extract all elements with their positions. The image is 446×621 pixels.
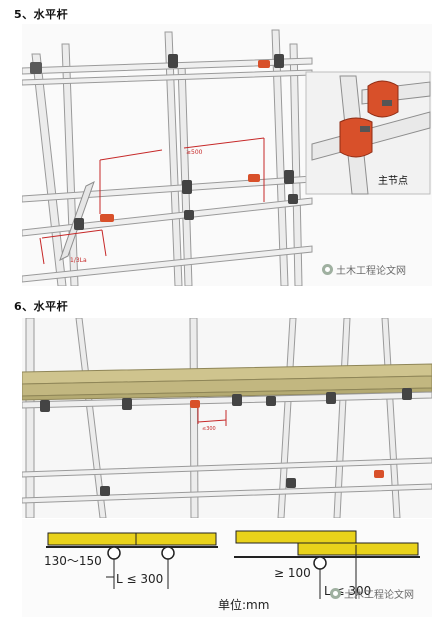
main-node-inset [305, 71, 431, 195]
clamps-2 [40, 388, 412, 496]
section-5-heading: 5、水平杆 [14, 8, 69, 21]
scaffold-drawing-2: ≤300 [22, 318, 432, 518]
dimension-la-label: 1/3La [70, 257, 87, 264]
section-6-heading: 6、水平杆 [14, 300, 69, 313]
horizontal-bars [22, 57, 313, 283]
scaffold-drawing-1: ≥500 1/3La [22, 29, 431, 286]
scaffold-plank-figure: ≤300 [22, 318, 432, 518]
horizontal-bars-2 [22, 391, 432, 504]
planks [22, 363, 432, 401]
watermark-1: 土木工程论文网 [322, 262, 406, 277]
dimension-lines [39, 137, 265, 265]
right-overlap-label: ≥ 100 [274, 566, 311, 580]
dimension-lines-2 [197, 408, 227, 426]
plank-detail-svg: 130～150 L ≤ 300 ≥ 100 L ≤ 300 单位:mm [44, 530, 420, 612]
butt-joint-detail [46, 532, 218, 589]
clamps [30, 54, 298, 230]
watermark-2: 土木工程论文网 [330, 586, 414, 601]
wechat-icon [322, 264, 333, 275]
scaffold-horizontal-bar-figure: ≥500 1/3La [22, 24, 432, 286]
left-overhang-label: 130～150 [44, 554, 102, 568]
left-spacing-label: L ≤ 300 [116, 572, 163, 586]
dimension-500-label: ≥500 [186, 149, 203, 156]
watermark-text-2: 土木工程论文网 [344, 590, 414, 601]
dimension-300-label: ≤300 [202, 426, 216, 432]
main-node-label: 主节点 [378, 176, 408, 187]
plank-detail-diagram: 130～150 L ≤ 300 ≥ 100 L ≤ 300 单位:mm [22, 519, 432, 617]
unit-label: 单位:mm [218, 597, 269, 612]
watermark-text-1: 土木工程论文网 [336, 266, 406, 277]
wechat-icon [330, 588, 341, 599]
lap-joint-detail [234, 530, 420, 599]
